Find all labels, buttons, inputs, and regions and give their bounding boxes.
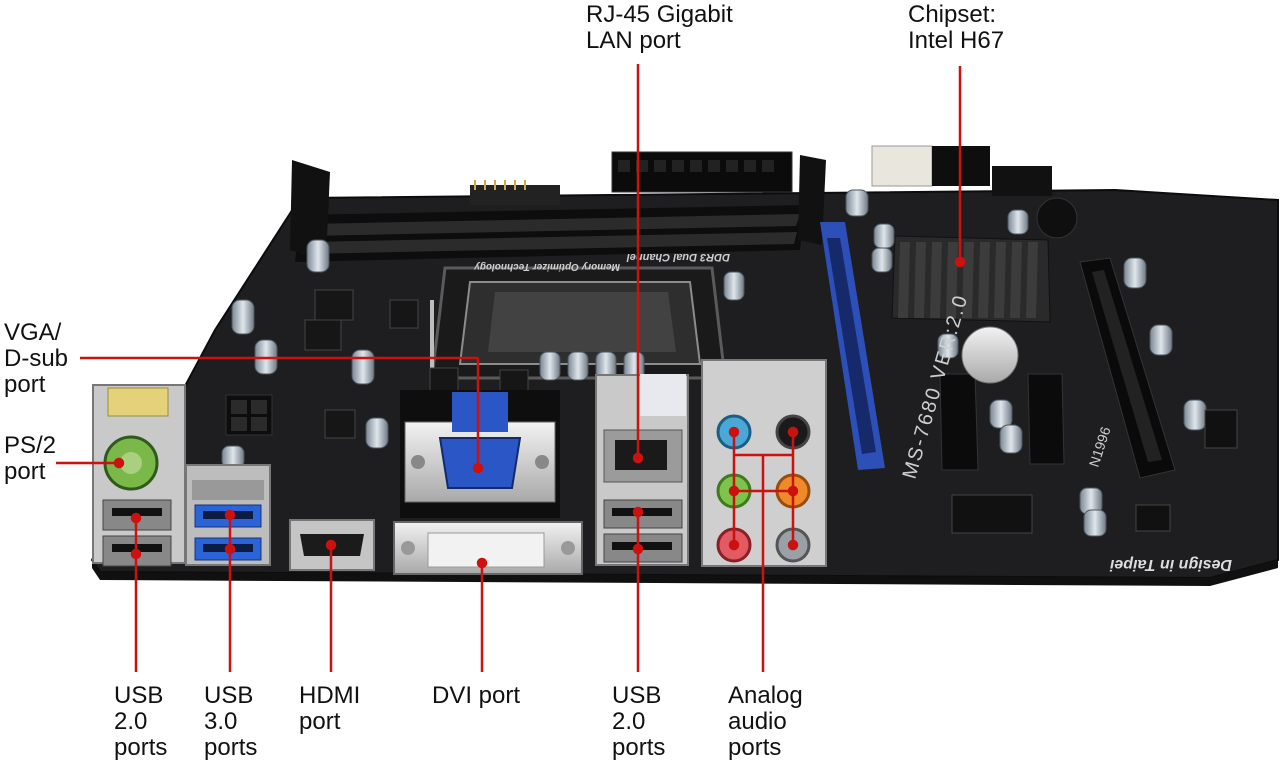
callout-lines <box>56 64 966 672</box>
label-dvi-port: DVI port <box>432 682 521 709</box>
board-edge <box>92 560 1278 586</box>
label-audio-ports: Analog audio ports <box>728 682 803 761</box>
rj45-usb-stack <box>595 374 689 566</box>
cmos-battery <box>961 326 1019 384</box>
label-chipset: Chipset: Intel H67 <box>908 1 1005 54</box>
board-tech-text: Memory Optimizer Technology <box>474 261 620 272</box>
board-ddr-text: DDR3 Dual Channel <box>626 251 730 263</box>
dvi-connector <box>393 521 583 575</box>
label-hdmi-port: HDMI port <box>299 682 361 735</box>
dimm-slots <box>290 155 826 262</box>
label-vga-port: VGA/ D-sub port <box>4 319 69 398</box>
ps2-usb-stack <box>92 384 186 567</box>
label-ps2-port: PS/2 port <box>4 432 57 485</box>
cpu-socket <box>430 266 727 380</box>
label-usb2-right: USB 2.0 ports <box>612 682 666 761</box>
label-usb2-left: USB 2.0 ports <box>114 682 168 761</box>
chipset-heatsink <box>891 235 1051 323</box>
label-rj45-port: RJ-45 Gigabit LAN port <box>586 1 733 54</box>
label-usb3: USB 3.0 ports <box>204 682 258 761</box>
vga-connector <box>400 390 560 518</box>
board-motto-text: Design in Taipei <box>1109 556 1232 573</box>
io-chip <box>951 494 1033 534</box>
